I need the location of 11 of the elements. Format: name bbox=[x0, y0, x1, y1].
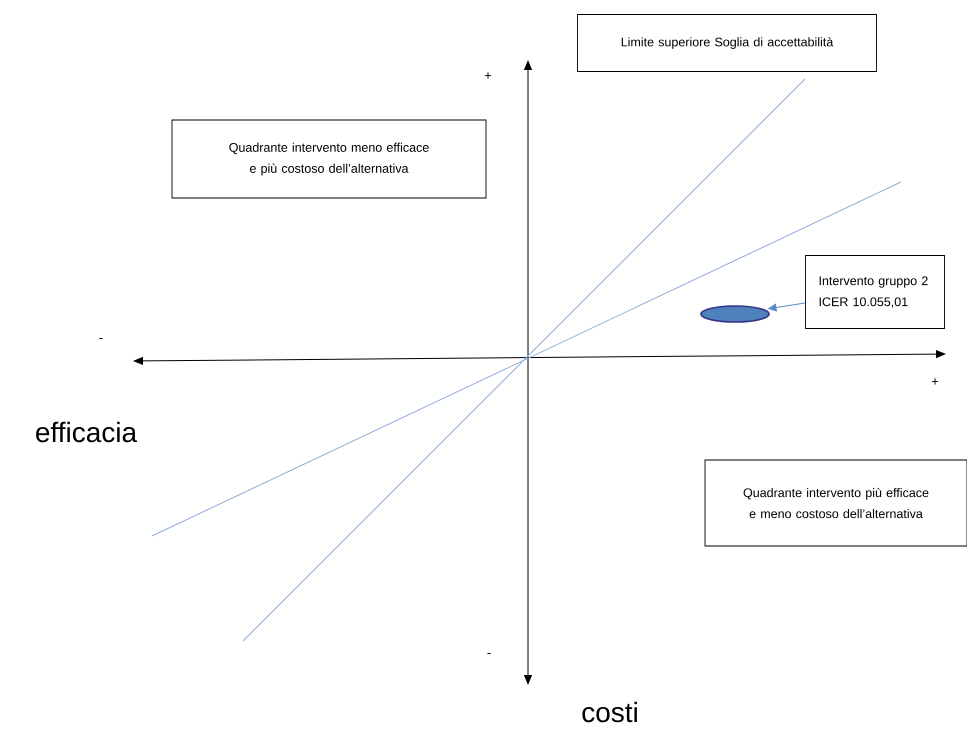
sign-label: + bbox=[484, 72, 492, 79]
text-box: Intervento gruppo 2 ICER 10.055,01 bbox=[805, 255, 945, 329]
sign-label: - bbox=[487, 653, 491, 654]
axis-label: costi bbox=[582, 702, 637, 722]
sign-label: - bbox=[99, 338, 103, 340]
text-box: Quadrante intervento più efficace e meno costoso dell’alternativa bbox=[704, 460, 967, 546]
ellipse-marker bbox=[700, 305, 770, 323]
text-box: Limite superiore Soglia di accettabilità bbox=[577, 14, 877, 72]
text-box: Quadrante intervento meno efficace e più costoso dell’alternativa bbox=[172, 120, 486, 198]
sign-label: + bbox=[932, 378, 938, 385]
axis-label: efficacia bbox=[36, 422, 138, 442]
